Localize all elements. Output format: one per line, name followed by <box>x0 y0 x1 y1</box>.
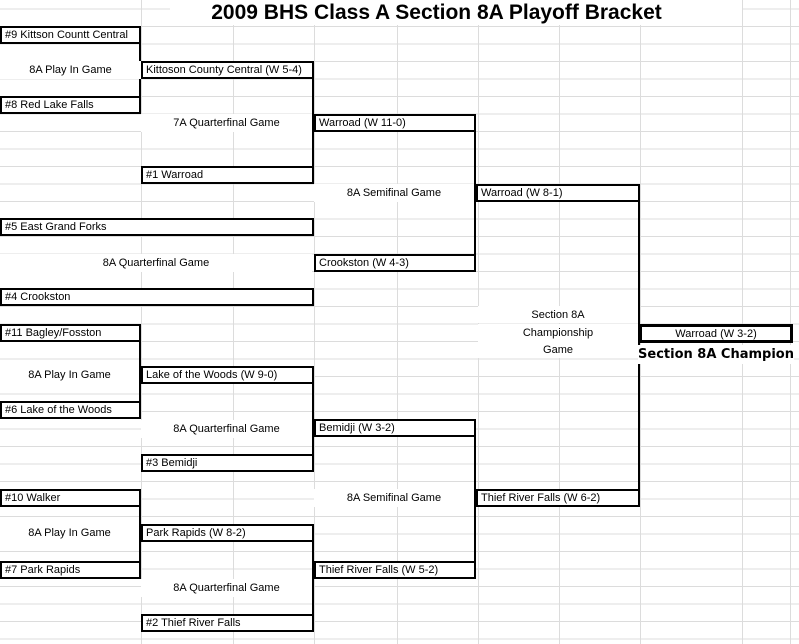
game-label-quarterfinal-7a: 7A Quarterfinal Game <box>141 114 312 132</box>
winner-box-championship: Warroad (W 3-2) <box>639 324 793 343</box>
gridline-vertical <box>397 0 398 644</box>
game-label-championship-line2: Championship <box>478 324 638 341</box>
game-label-semifinal-2: 8A Semifinal Game <box>314 489 474 507</box>
gridline-vertical <box>790 0 791 644</box>
winner-box-semifinal-2: Thief River Falls (W 6-2) <box>476 489 640 507</box>
bracket-connector <box>312 366 314 472</box>
bracket-connector <box>312 61 314 184</box>
bracket-connector <box>474 114 476 272</box>
section-champion-label: Section 8A Champion <box>638 345 794 364</box>
winner-box-play-in-1: Kittoson County Central (W 5-4) <box>141 61 314 79</box>
team-box-seed3: #3 Bemidji <box>141 454 314 472</box>
game-label-semifinal-1: 8A Semifinal Game <box>314 184 474 202</box>
winner-box-play-in-3: Park Rapids (W 8-2) <box>141 524 314 542</box>
team-box-seed9: #9 Kittson Countt Central <box>0 26 141 44</box>
gridline-vertical <box>314 0 315 644</box>
team-box-seed5: #5 East Grand Forks <box>0 218 314 236</box>
team-box-seed7: #7 Park Rapids <box>0 561 141 579</box>
game-label-play-in-2: 8A Play In Game <box>0 366 139 384</box>
bracket-connector <box>139 489 141 579</box>
team-box-seed4: #4 Crookston <box>0 288 314 306</box>
team-box-seed1: #1 Warroad <box>141 166 314 184</box>
game-label-championship-line1: Section 8A <box>478 306 638 323</box>
game-label-quarterfinal-2: 8A Quarterfinal Game <box>141 420 312 438</box>
bracket-connector <box>312 524 314 632</box>
game-label-quarterfinal-1: 8A Quarterfinal Game <box>0 254 312 272</box>
bracket-connector <box>474 419 476 579</box>
winner-box-play-in-2: Lake of the Woods (W 9-0) <box>141 366 314 384</box>
title-background <box>170 0 742 25</box>
winner-box-quarterfinal-7a: Warroad (W 11-0) <box>314 114 476 132</box>
gridline-vertical <box>742 0 743 644</box>
winner-box-quarterfinal-3: Thief River Falls (W 5-2) <box>314 561 476 579</box>
team-box-seed11: #11 Bagley/Fosston <box>0 324 141 342</box>
game-label-championship-line3: Game <box>478 341 638 358</box>
game-label-play-in-1: 8A Play In Game <box>0 61 141 79</box>
game-label-quarterfinal-3: 8A Quarterfinal Game <box>141 579 312 597</box>
winner-box-quarterfinal-2: Bemidji (W 3-2) <box>314 419 476 437</box>
team-box-seed2: #2 Thief River Falls <box>141 614 314 632</box>
gridline-vertical <box>141 0 142 644</box>
team-box-seed8: #8 Red Lake Falls <box>0 96 141 114</box>
bracket-connector <box>139 324 141 419</box>
game-label-play-in-3: 8A Play In Game <box>0 524 139 542</box>
gridline-vertical <box>640 0 641 644</box>
winner-box-semifinal-1: Warroad (W 8-1) <box>476 184 640 202</box>
winner-box-quarterfinal-1: Crookston (W 4-3) <box>314 254 476 272</box>
team-box-seed6: #6 Lake of the Woods <box>0 401 141 419</box>
gridline-vertical <box>233 0 234 644</box>
page-title: 2009 BHS Class A Section 8A Playoff Brac… <box>211 1 662 24</box>
team-box-seed10: #10 Walker <box>0 489 141 507</box>
